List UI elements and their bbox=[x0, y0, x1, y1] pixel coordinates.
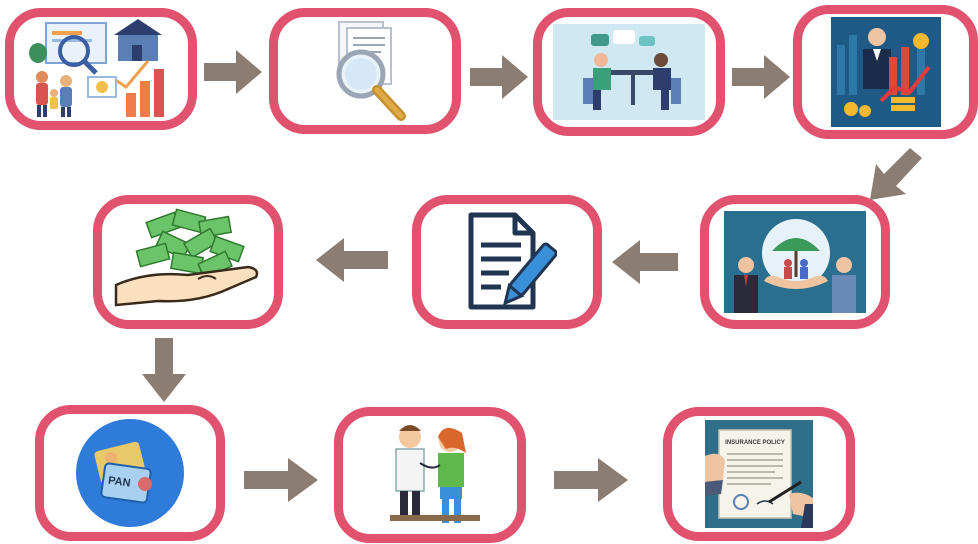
pan-card-label: PAN bbox=[107, 475, 131, 490]
step-1-family-finance bbox=[5, 8, 197, 130]
arrow-right-3 bbox=[732, 55, 790, 99]
step-8-kyc-pan: PAN bbox=[35, 405, 225, 541]
insurance-umbrella-family-icon bbox=[724, 211, 866, 313]
step-2-document-review bbox=[269, 8, 461, 134]
step-6-documentation bbox=[412, 195, 602, 329]
arrow-down-7 bbox=[142, 338, 186, 402]
document-magnifier-icon bbox=[336, 21, 406, 121]
step-3-consultation bbox=[533, 8, 725, 136]
arrow-left-5 bbox=[612, 240, 678, 284]
step-10-policy-issued: INSURANCE POLICY bbox=[663, 407, 855, 541]
arrow-right-8 bbox=[244, 458, 318, 502]
consultation-meeting-icon bbox=[553, 24, 705, 120]
family-finance-collage-icon bbox=[29, 19, 164, 117]
step-9-medical-checkup bbox=[334, 407, 526, 543]
policy-title: INSURANCE POLICY bbox=[725, 440, 785, 446]
arrow-left-6 bbox=[316, 238, 388, 282]
investment-growth-icon bbox=[830, 17, 941, 127]
step-4-investment bbox=[793, 5, 978, 139]
policy-signing-icon: INSURANCE POLICY bbox=[705, 420, 813, 528]
arrow-right-9 bbox=[554, 458, 628, 502]
pan-card-icon: PAN bbox=[76, 419, 184, 527]
document-pen-icon bbox=[468, 212, 557, 310]
step-7-payout bbox=[93, 195, 283, 329]
arrow-right-1 bbox=[204, 50, 262, 94]
arrow-down-left-4 bbox=[870, 148, 922, 200]
step-5-insurance-protection bbox=[700, 195, 890, 329]
arrow-right-2 bbox=[470, 55, 528, 99]
doctor-checkup-icon bbox=[390, 425, 480, 523]
money-hand-icon bbox=[114, 208, 259, 307]
